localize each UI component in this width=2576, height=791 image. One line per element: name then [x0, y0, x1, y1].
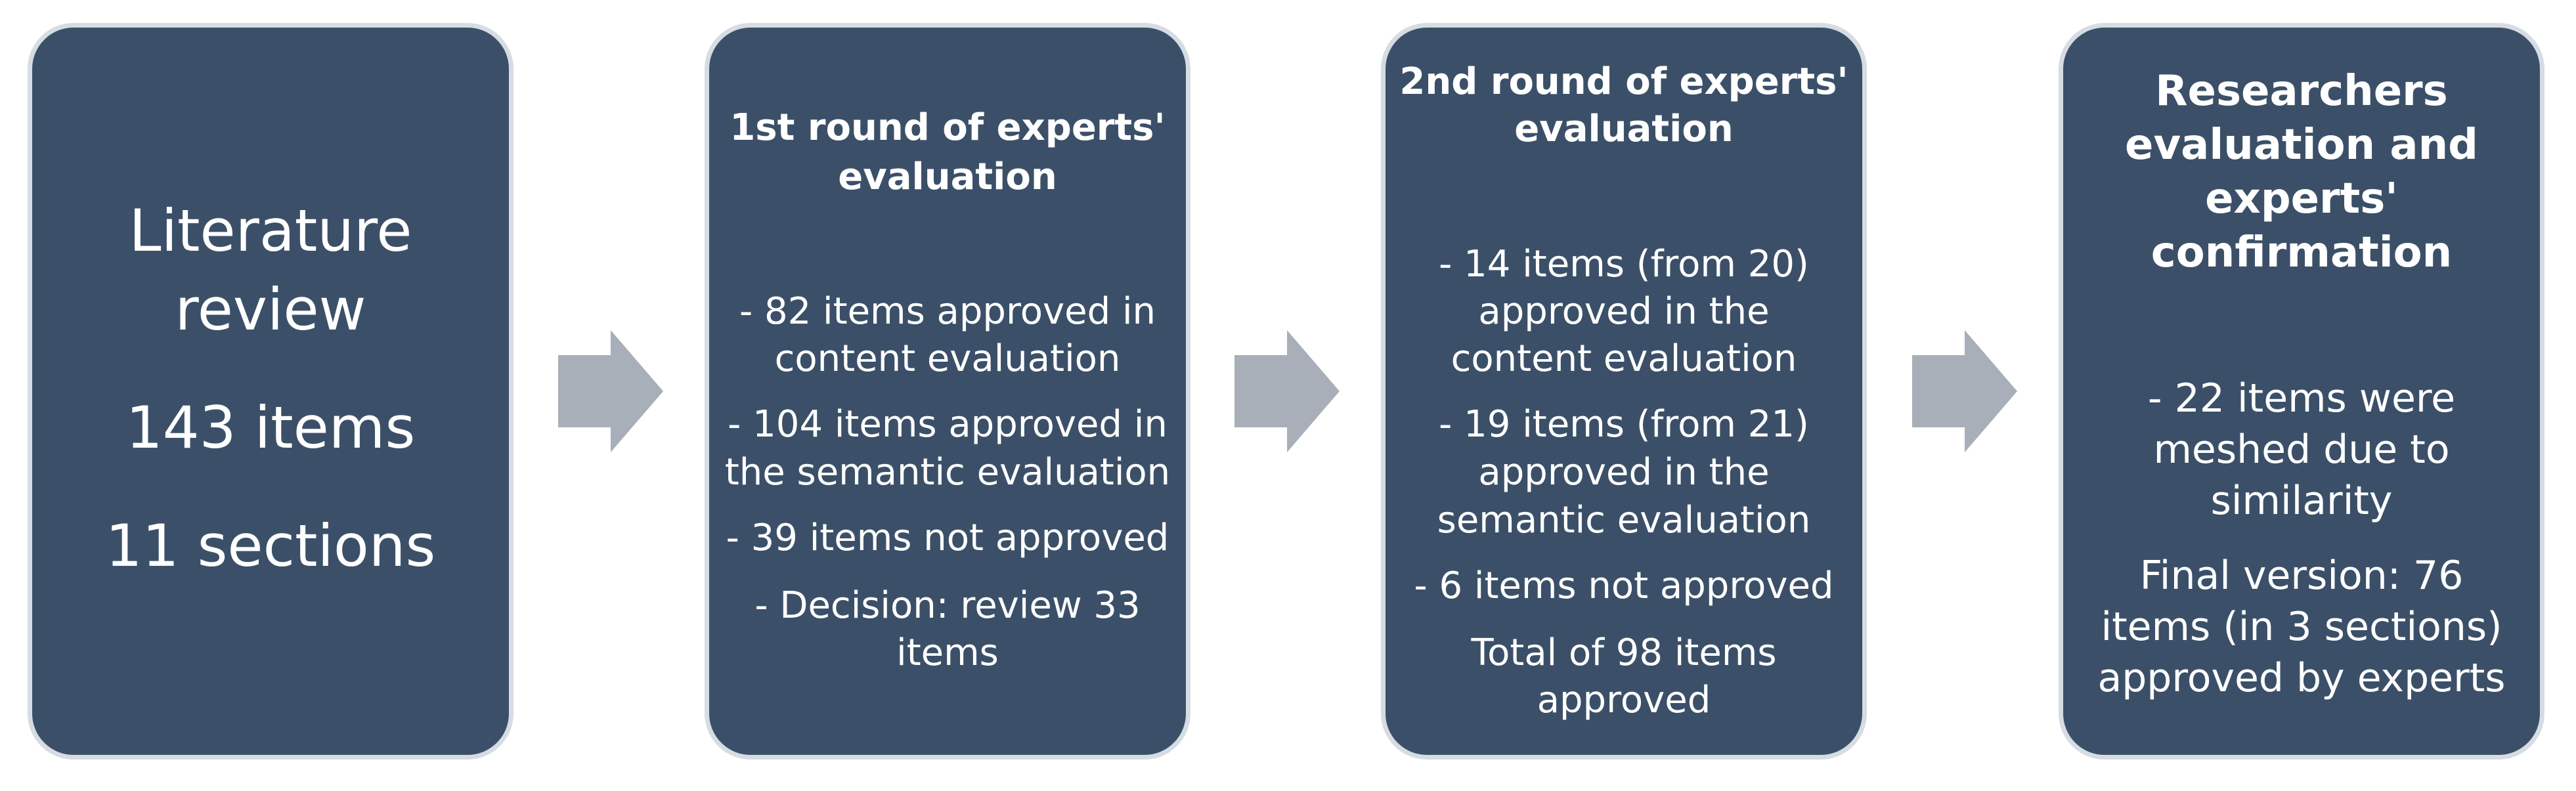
step4-heading-line: Researchers	[2155, 67, 2448, 116]
step-literature-review: Literature review 143 items 11 sections	[28, 23, 513, 759]
step2-body-line: - Decision: review 33	[754, 584, 1141, 627]
step3-body-line: semantic evaluation	[1437, 499, 1811, 542]
step4-heading-line: experts'	[2205, 175, 2398, 223]
step2-body-line: content evaluation	[774, 337, 1121, 380]
step4-body-line: approved by experts	[2097, 655, 2506, 701]
arrow-right-icon	[1234, 330, 1340, 452]
step4-body-line: similarity	[2210, 478, 2393, 524]
step3-heading-line: evaluation	[1514, 108, 1734, 150]
step2-body-line: - 82 items approved in	[739, 290, 1156, 333]
step3-body-line: approved in the	[1478, 290, 1770, 333]
step3-body-line: - 19 items (from 21)	[1439, 403, 1809, 446]
step1-text-line: review	[175, 276, 366, 343]
step3-heading-line: 2nd round of experts'	[1399, 60, 1848, 103]
step3-body-line: content evaluation	[1451, 337, 1797, 380]
step1-text-line: Literature	[129, 197, 412, 265]
step-first-round-evaluation: 1st round of experts' evaluation - 82 it…	[705, 23, 1190, 759]
step4-body-line: Final version: 76	[2139, 553, 2464, 599]
step2-body-line: - 104 items approved in	[728, 403, 1168, 446]
step3-body-line: - 14 items (from 20)	[1439, 243, 1809, 286]
step3-body-line: Total of 98 items	[1471, 631, 1777, 674]
step1-text-line: 143 items	[125, 394, 416, 461]
step4-body-line: meshed due to	[2153, 427, 2450, 473]
step2-body-line: the semantic evaluation	[724, 451, 1171, 494]
step4-body-line: items (in 3 sections)	[2101, 604, 2502, 650]
step-researchers-evaluation: Researchers evaluation and experts' conf…	[2059, 23, 2544, 759]
step2-heading-line: 1st round of experts'	[730, 106, 1166, 149]
step3-body-line: approved in the	[1478, 451, 1770, 494]
step4-body-line: - 22 items were	[2147, 375, 2456, 421]
step3-body-line: - 6 items not approved	[1414, 565, 1834, 607]
step2-body-line: - 39 items not approved	[726, 517, 1169, 559]
step2-body-line: items	[896, 631, 999, 674]
step3-body-line: approved	[1537, 679, 1711, 721]
step2-heading-line: evaluation	[838, 156, 1057, 198]
arrow-right-icon	[558, 330, 663, 452]
step-second-round-evaluation: 2nd round of experts' evaluation - 14 it…	[1381, 23, 1867, 759]
step4-heading-line: evaluation and	[2125, 121, 2478, 169]
arrow-right-icon	[1912, 330, 2017, 452]
step4-heading-line: confirmation	[2150, 228, 2453, 277]
step1-text-line: 11 sections	[105, 512, 436, 580]
